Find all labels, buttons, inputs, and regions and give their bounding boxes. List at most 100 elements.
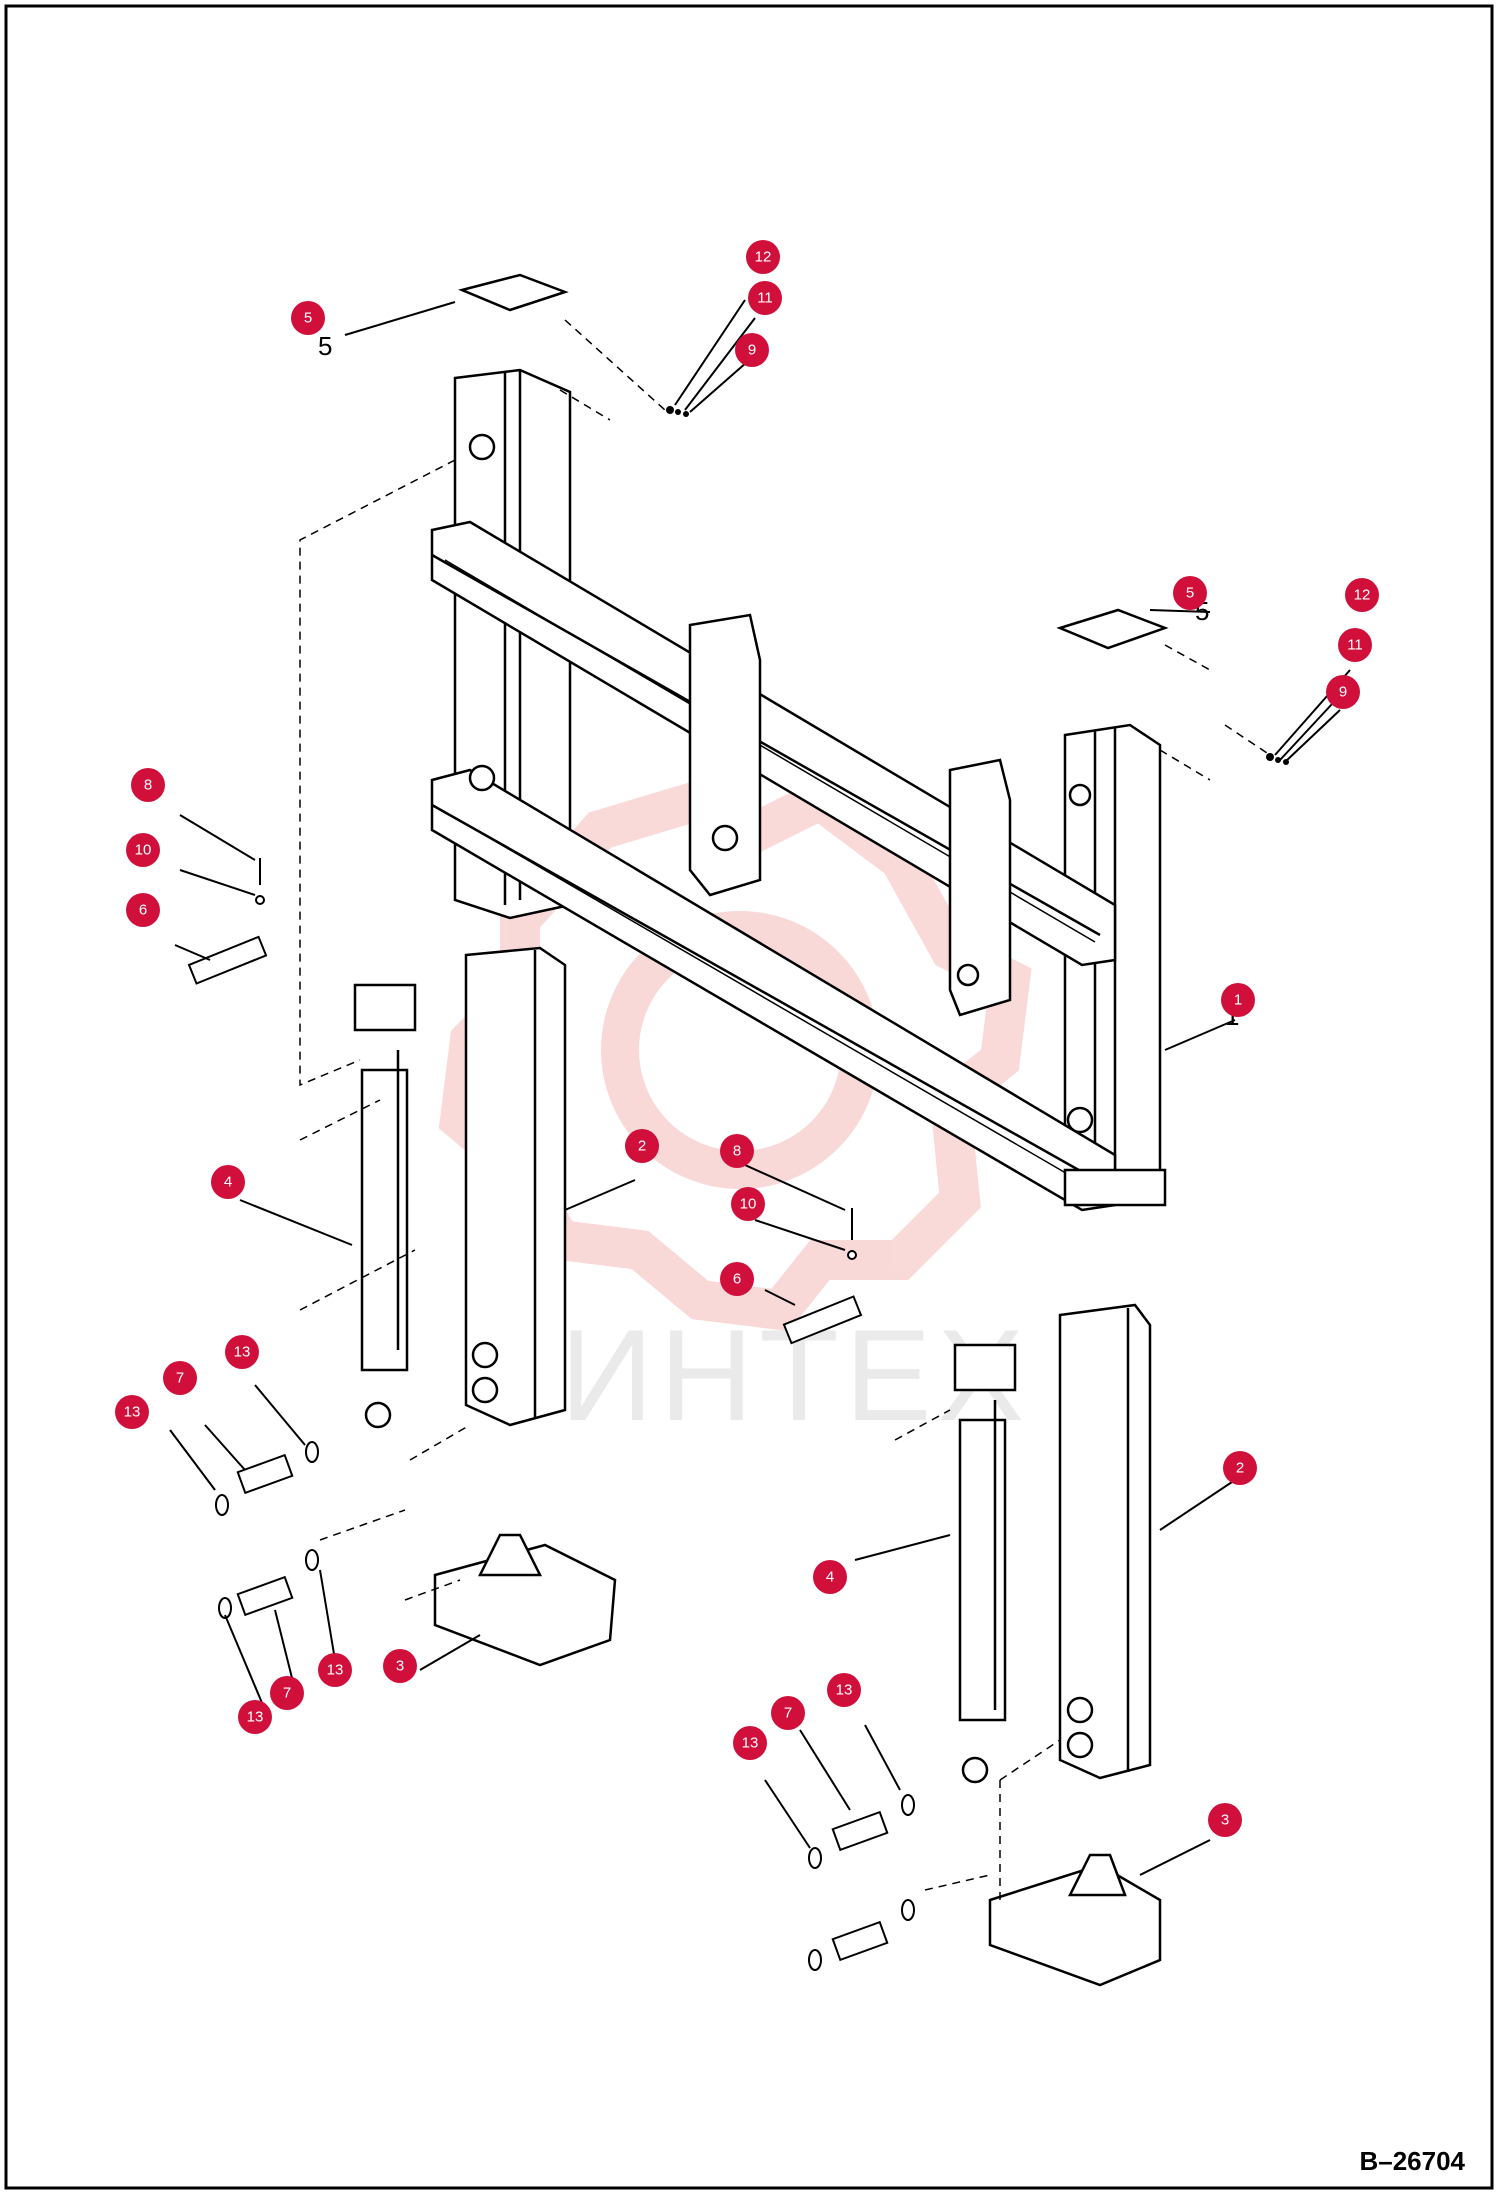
callout-label: 13 xyxy=(124,1404,141,1421)
callout-bubble xyxy=(318,1653,352,1687)
callout-label: 6 xyxy=(733,1271,741,1288)
callout-3: 3 xyxy=(1208,1803,1242,1837)
svg-text:5: 5 xyxy=(318,331,332,361)
callout-13: 13 xyxy=(827,1673,861,1707)
hardware-center xyxy=(782,1208,863,1345)
callout-6: 6 xyxy=(126,893,160,927)
callout-bubble xyxy=(211,1165,245,1199)
hardware-upper-left xyxy=(187,858,268,985)
callout-label: 11 xyxy=(1347,637,1363,654)
callout-bubble xyxy=(1208,1803,1242,1837)
callout-bubble xyxy=(238,1700,272,1734)
callout-2: 2 xyxy=(625,1129,659,1163)
callout-bubble xyxy=(291,301,325,335)
callout-11: 11 xyxy=(1338,628,1372,662)
left-cylinder xyxy=(353,983,417,1429)
callout-11: 11 xyxy=(748,281,782,315)
callout-label: 12 xyxy=(755,249,772,266)
callout-7: 7 xyxy=(163,1361,197,1395)
callout-bubble xyxy=(115,1395,149,1429)
callout-bubble xyxy=(735,333,769,367)
callout-9: 9 xyxy=(1326,675,1360,709)
top-cap-right xyxy=(1056,608,1169,650)
callout-12: 12 xyxy=(746,240,780,274)
callout-label: 3 xyxy=(396,1658,404,1675)
callout-label: 8 xyxy=(733,1143,741,1160)
callout-label: 1 xyxy=(1234,992,1242,1009)
callout-label: 7 xyxy=(283,1685,291,1702)
callout-13: 13 xyxy=(318,1653,352,1687)
callout-label: 4 xyxy=(826,1569,834,1586)
callout-bubble xyxy=(1223,1451,1257,1485)
callout-label: 13 xyxy=(234,1344,251,1361)
callout-3: 3 xyxy=(383,1649,417,1683)
page-border xyxy=(4,4,1494,2190)
callout-10: 10 xyxy=(126,833,160,867)
callout-bubble xyxy=(748,281,782,315)
callout-label: 2 xyxy=(1236,1460,1244,1477)
callout-label: 4 xyxy=(224,1174,232,1191)
callout-12: 12 xyxy=(1345,578,1379,612)
right-leg xyxy=(1058,1303,1152,1780)
callout-bubble xyxy=(746,240,780,274)
callout-label: 9 xyxy=(1339,684,1347,701)
callout-bubble xyxy=(827,1673,861,1707)
callout-label: 11 xyxy=(757,290,773,307)
callout-label: 10 xyxy=(135,842,152,859)
callout-label: 5 xyxy=(1186,585,1194,602)
callout-5: 5 xyxy=(291,301,325,335)
callout-10: 10 xyxy=(731,1187,765,1221)
callout-13: 13 xyxy=(225,1335,259,1369)
callout-label: 5 xyxy=(304,310,312,327)
callout-bubble xyxy=(163,1361,197,1395)
callout-bubble xyxy=(225,1335,259,1369)
drawing-id: B–26704 xyxy=(1359,2146,1465,2176)
top-cap-left xyxy=(458,273,569,312)
callout-bubble xyxy=(270,1676,304,1710)
callout-label: 13 xyxy=(836,1682,853,1699)
callout-bubble xyxy=(1345,578,1379,612)
callout-label: 13 xyxy=(742,1735,759,1752)
callout-bubble xyxy=(720,1262,754,1296)
callout-13: 13 xyxy=(238,1700,272,1734)
callout-bubble xyxy=(731,1187,765,1221)
hardware-top-washers xyxy=(666,406,1289,765)
callout-label: 13 xyxy=(247,1709,264,1726)
callout-13: 13 xyxy=(115,1395,149,1429)
callout-bubble xyxy=(131,768,165,802)
assembly-lines xyxy=(299,319,1271,1900)
callout-label: 7 xyxy=(176,1370,184,1387)
callout-bubble xyxy=(383,1649,417,1683)
callout-label: 13 xyxy=(327,1662,344,1679)
callout-2: 2 xyxy=(1223,1451,1257,1485)
callout-bubble xyxy=(771,1696,805,1730)
callout-4: 4 xyxy=(813,1560,847,1594)
callout-bubble xyxy=(625,1129,659,1163)
callout-label: 10 xyxy=(740,1196,757,1213)
callout-13: 13 xyxy=(733,1726,767,1760)
callout-8: 8 xyxy=(720,1134,754,1168)
frame-assembly xyxy=(430,368,1167,1212)
callout-bubble xyxy=(126,893,160,927)
left-leg xyxy=(464,946,567,1427)
callout-8: 8 xyxy=(131,768,165,802)
callout-1: 1 xyxy=(1221,983,1255,1017)
callout-6: 6 xyxy=(720,1262,754,1296)
callout-7: 7 xyxy=(270,1676,304,1710)
right-foot xyxy=(988,1853,1162,1987)
right-cylinder xyxy=(953,1343,1017,1784)
callout-label: 7 xyxy=(784,1705,792,1722)
callout-5: 5 xyxy=(1173,576,1207,610)
callout-bubble xyxy=(1338,628,1372,662)
callout-label: 6 xyxy=(139,902,147,919)
callout-7: 7 xyxy=(771,1696,805,1730)
callout-bubble xyxy=(1173,576,1207,610)
left-pins xyxy=(215,1441,319,1619)
callout-bubble xyxy=(1221,983,1255,1017)
callout-bubble xyxy=(733,1726,767,1760)
right-pins xyxy=(808,1794,915,1971)
callout-bubble xyxy=(720,1134,754,1168)
callout-label: 2 xyxy=(638,1138,646,1155)
callout-label: 12 xyxy=(1354,587,1371,604)
